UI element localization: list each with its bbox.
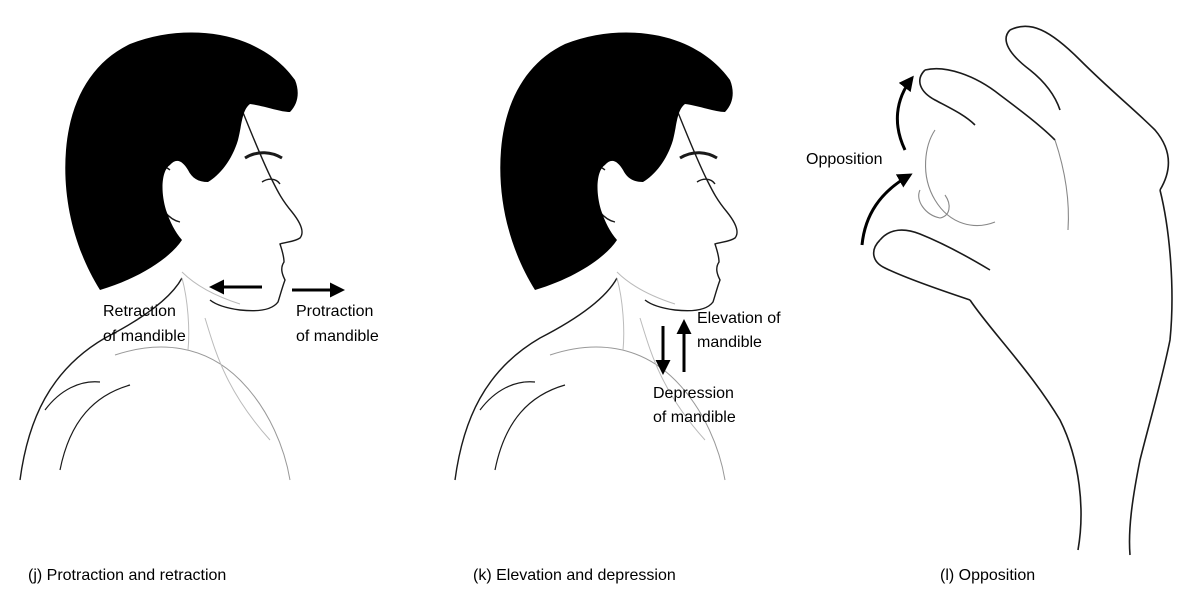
shoulder-outline-k: [455, 278, 617, 480]
retraction-label-line2: of mandible: [103, 327, 186, 347]
hand-opposition: [874, 26, 1172, 555]
caption-k: (k) Elevation and depression: [473, 566, 676, 586]
head-profile-j: [20, 33, 302, 481]
protraction-label-line1: Protraction: [296, 302, 373, 322]
elevation-label-line1: Elevation of: [697, 309, 781, 329]
protraction-label-line2: of mandible: [296, 327, 379, 347]
caption-j: (j) Protraction and retraction: [28, 566, 226, 586]
opposition-label: Opposition: [806, 150, 883, 170]
opposition-arrow-upper: [897, 78, 912, 150]
depression-label-line2: of mandible: [653, 408, 736, 428]
depression-label-line1: Depression: [653, 384, 734, 404]
caption-l: (l) Opposition: [940, 566, 1035, 586]
elevation-label-line2: mandible: [697, 333, 762, 353]
retraction-label-line1: Retraction: [103, 302, 176, 322]
